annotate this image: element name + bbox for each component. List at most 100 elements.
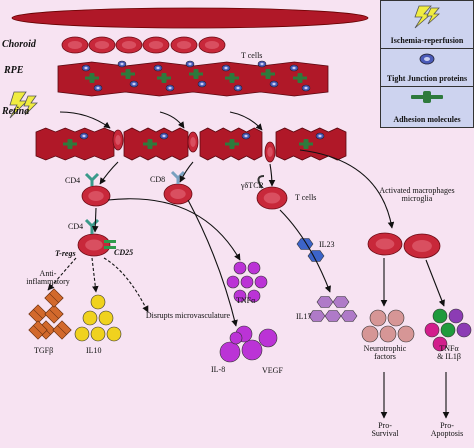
rpe-adhesion-molecule-4-knob: [193, 69, 199, 79]
retina-tight-junction-4-core: [318, 134, 322, 138]
rpe-tight-junction-b-7-core: [304, 86, 308, 90]
rpe-tight-junction-a-5-core: [224, 66, 228, 70]
tgfb-molecule-1-stripe: [33, 309, 43, 319]
tnfa-molecule-1: [233, 261, 247, 275]
t-regs-label: T-regs: [55, 249, 76, 258]
arrow-cd4-to-tnfa: [107, 198, 241, 261]
retina-adhesion-molecule-2-knob: [147, 139, 153, 149]
arrow-to-cd8-cell: [179, 161, 194, 183]
tnfa-molecule-6: [233, 289, 247, 303]
arrow-retina-into-vessel: [59, 111, 111, 129]
rpe-label: RPE: [4, 65, 24, 76]
t-cells-top-label: T cells: [241, 51, 263, 60]
retina-tight-junction-1-core: [82, 134, 86, 138]
il23-label: IL23: [319, 240, 335, 249]
arrow-microglia-to-tnf-il1b: [425, 259, 445, 307]
macrophage-cell-center: [375, 238, 395, 250]
rpe-adhesion-molecule-3-knob: [161, 73, 167, 83]
disrupts-microvasculature-label: Disrupts microvasculature: [145, 311, 231, 320]
rpe-adhesion-molecule-2-knob: [125, 69, 131, 79]
choroid-red-cell-2-center: [94, 41, 110, 49]
rpe-tight-junction-a-4-core: [188, 62, 192, 66]
choroid-red-cell-6-center: [204, 41, 220, 49]
tgfb-molecule-4-stripe: [57, 325, 67, 335]
tight-junction-icon: [419, 53, 435, 65]
tnf-il1b-molecule-5: [456, 322, 472, 338]
rpe-tight-junction-a-3-core: [156, 66, 160, 70]
choroid-label: Choroid: [2, 39, 36, 50]
arrow-vessel-into-vessel-3: [229, 111, 263, 131]
il10-label: IL10: [86, 346, 102, 355]
extravasating-cell-3-center: [267, 147, 273, 157]
cd4-t-cell-center: [88, 191, 104, 201]
tgfb-molecule-2-stripe: [49, 309, 59, 319]
extravasating-cell-2-center: [190, 137, 196, 147]
neurotrophic-factor-5: [397, 325, 415, 343]
choroid-red-cell-1-center: [67, 41, 83, 49]
treg-cd4-receptor: [84, 218, 100, 234]
il10-molecule-4: [106, 326, 122, 342]
retina-adhesion-molecule-3-knob: [229, 139, 235, 149]
tnfa-molecule-7: [247, 289, 261, 303]
il8-molecule-2: [229, 331, 243, 345]
choroid-vessel: [11, 7, 369, 29]
il17-molecule-3: [324, 310, 342, 322]
tnf-il1b-molecule-3: [424, 322, 440, 338]
legend-tight-junction-text: Tight Junction proteins: [386, 73, 468, 83]
gamma-delta-t-cell-center: [263, 192, 281, 204]
il17-molecule-2: [332, 296, 350, 308]
legend-ischemia-row: Ischemia-reperfusion: [381, 1, 473, 49]
il17-molecule-4: [340, 310, 358, 322]
t-cells-mid-label: T cells: [295, 193, 317, 202]
il17-molecule-1: [316, 296, 334, 308]
arrow-treg-to-disrupts: [103, 257, 149, 313]
rpe-adhesion-molecule-7-knob: [297, 73, 303, 83]
arrow-vessel-into-vessel-2: [159, 111, 185, 129]
tnf-il1b-molecule-4: [440, 322, 456, 338]
choroid-red-cell-5-center: [176, 41, 192, 49]
arrow-treg-to-il10: [91, 257, 99, 293]
neurotrophic-factor-1: [369, 309, 387, 327]
neurotrophic-factor-2: [387, 309, 405, 327]
il10-molecule-6: [90, 294, 106, 310]
arrow-cd8-to-il8-vegf: [187, 199, 238, 327]
gamma-delta-tcr-label: γδTCR: [241, 181, 264, 190]
tnfa-molecule-3: [226, 275, 240, 289]
adhesion-molecule-icon: [411, 91, 443, 103]
microglia-cell-center: [412, 240, 432, 252]
tgfb-molecule-5-stripe: [33, 325, 43, 335]
arrow-gd-to-il17: [279, 209, 331, 293]
arrow-to-macrophages: [299, 149, 395, 229]
vegf-molecule-1: [241, 339, 263, 361]
vegf-molecule-3: [258, 328, 278, 348]
tnfa-il1b-label: TNFα & IL1β: [437, 344, 461, 362]
il17-molecule-5: [308, 310, 326, 322]
treg-cell-center: [85, 239, 103, 251]
tnf-il1b-molecule-1: [432, 308, 448, 324]
gamma-delta-receptor: [257, 175, 265, 189]
il10-molecule-1: [82, 310, 98, 326]
cd25-label: CD25: [114, 248, 134, 257]
tnfa-molecule-5: [254, 275, 268, 289]
tgfb-molecule-6-stripe: [49, 293, 59, 303]
arrow-cd4-to-treg: [91, 207, 99, 233]
treg-cd25-receptor-2: [104, 246, 116, 249]
neurotrophic-factor-4: [379, 325, 397, 343]
legend-adhesion-row: Adhesion molecules: [381, 87, 473, 127]
rpe-adhesion-molecule-1-knob: [89, 73, 95, 83]
tnfa-molecule-2: [247, 261, 261, 275]
lightning-bolt-icon: [414, 5, 441, 29]
tnf-il1b-molecule-2: [448, 308, 464, 324]
tnfa-mid-label: TNFα: [236, 296, 256, 305]
rpe-tight-junction-a-2-core: [120, 62, 124, 66]
legend-tight-junction-row: Tight Junction proteins: [381, 49, 473, 87]
cd4-receptor: [84, 172, 100, 186]
rpe-tight-junction-b-6-core: [272, 82, 276, 86]
il23-molecule-1: [296, 238, 314, 250]
il10-molecule-5: [74, 326, 90, 342]
tnf-il1b-molecule-6: [432, 336, 448, 352]
cd8-label: CD8: [150, 175, 166, 184]
treg-cd25-receptor-1: [104, 240, 116, 243]
